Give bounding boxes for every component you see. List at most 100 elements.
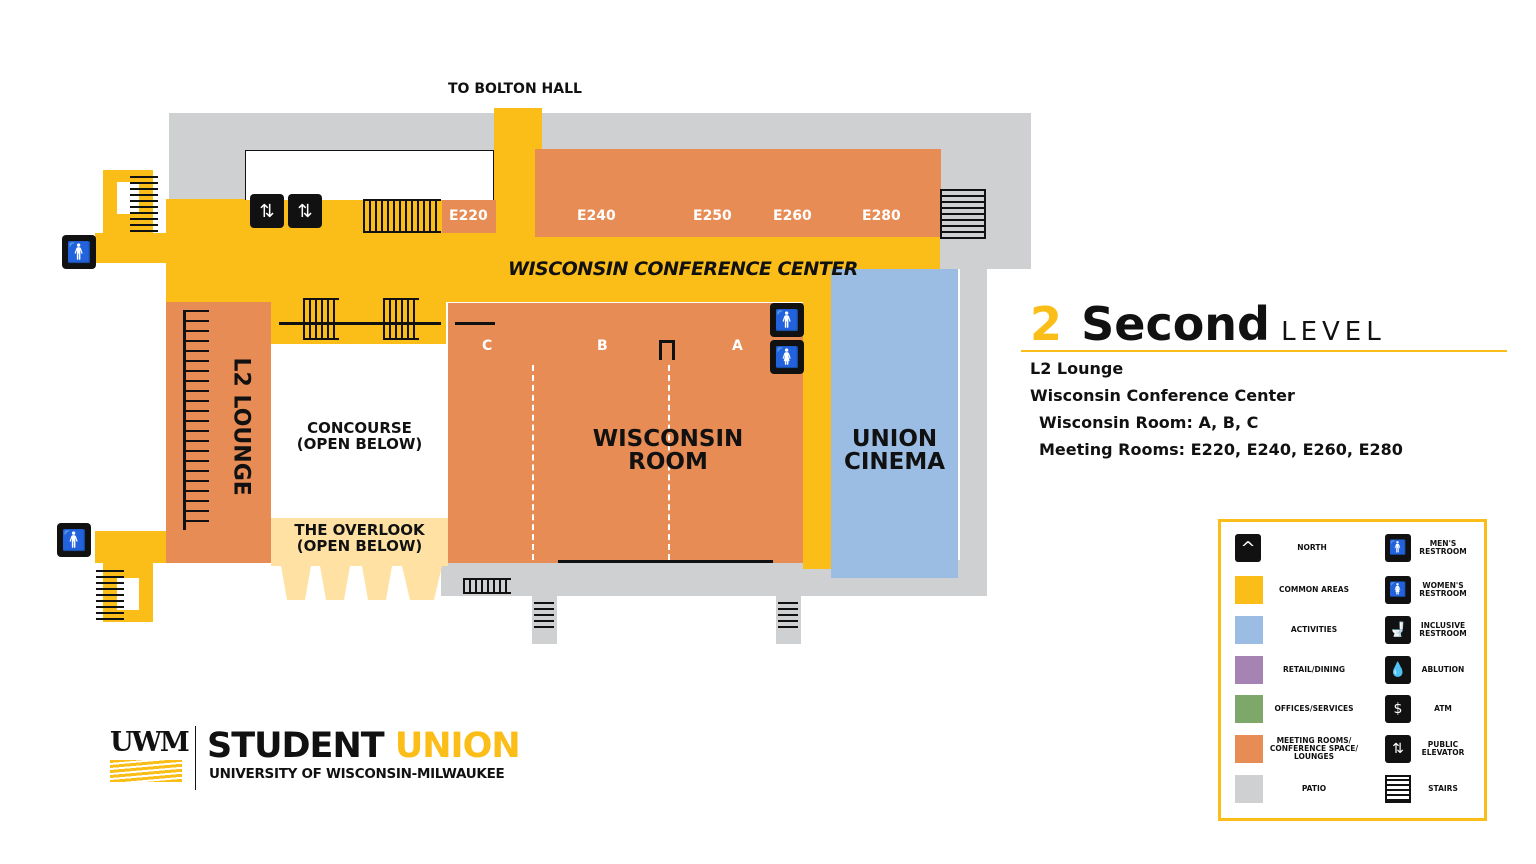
legend-label: WOMEN'S RESTROOM — [1419, 581, 1467, 598]
legend-atm: $ ATM — [1385, 695, 1469, 723]
inclusive-restroom-icon: 🚽 — [1385, 616, 1411, 644]
common-west-entry-bottom — [95, 531, 167, 563]
legend-north: ^ NORTH — [1235, 534, 1357, 562]
wisconsin-room-label: WISCONSIN ROOM — [568, 428, 768, 474]
divider-b-a — [668, 365, 670, 560]
legend-swatch — [1235, 576, 1263, 604]
elevator-lobby-open — [245, 150, 494, 200]
section-label-a: A — [732, 338, 743, 354]
logo-divider — [195, 726, 196, 790]
legend-stairs: STAIRS — [1385, 775, 1469, 803]
stairs-patio-right — [778, 598, 798, 628]
student-union-title: STUDENT UNION — [207, 726, 521, 766]
l2-lounge-room — [166, 302, 271, 563]
atm-icon: $ — [1385, 695, 1411, 723]
to-bolton-hall-label: TO BOLTON HALL — [448, 81, 582, 97]
lounge-seating — [183, 310, 209, 530]
room-label-e260: E260 — [773, 208, 812, 224]
elevator-icon: ⇅ — [1385, 735, 1411, 763]
room-label-e220: E220 — [449, 208, 488, 224]
floor-map: ⇅ ⇅ 🚹 🚹 🚹 🚺 TO BOLTON HALL WISCONSIN CON… — [57, 81, 1031, 644]
directory-line-3: Wisconsin Room: A, B, C — [1039, 413, 1259, 432]
legend-offices-services: OFFICES/SERVICES — [1235, 695, 1359, 723]
level-heading: 2 Second LEVEL — [1030, 297, 1386, 351]
stairs-tower-bottom — [96, 568, 124, 620]
legend-inclusive-restroom: 🚽 INCLUSIVE RESTROOM — [1385, 616, 1469, 644]
wisconsin-room — [448, 303, 803, 563]
union-cinema-line1: UNION — [851, 426, 938, 452]
mens-restroom-icon: 🚹 — [770, 303, 804, 337]
conference-center-label: WISCONSIN CONFERENCE CENTER — [508, 258, 858, 280]
mens-restroom-icon: 🚹 — [62, 235, 96, 269]
overlook-tab-4 — [402, 566, 442, 600]
rooms-e240-e280 — [535, 149, 941, 237]
legend-ablution: 💧 ABLUTION — [1385, 656, 1469, 684]
ablution-icon: 💧 — [1385, 656, 1411, 684]
legend-label: PUBLIC ELEVATOR — [1421, 740, 1465, 757]
legend-label: RETAIL/DINING — [1282, 665, 1346, 675]
university-subtitle: UNIVERSITY OF WISCONSIN-MILWAUKEE — [209, 766, 505, 782]
common-east-strip — [803, 269, 831, 569]
legend-label: PATIO — [1301, 784, 1327, 794]
uwm-logo-mark: UWM — [110, 727, 190, 758]
concourse-label: CONCOURSE (OPEN BELOW) — [271, 420, 448, 452]
public-elevator-icon: ⇅ — [250, 194, 284, 228]
legend-label: ACTIVITIES — [1290, 625, 1338, 635]
room-label-e250: E250 — [693, 208, 732, 224]
stairs-lounge-left — [303, 298, 339, 340]
concourse-line1: CONCOURSE — [307, 419, 412, 437]
legend-womens-restroom: 🚺 WOMEN'S RESTROOM — [1385, 576, 1469, 604]
concourse-line2: (OPEN BELOW) — [296, 435, 423, 453]
stairs-corridor-north — [363, 199, 441, 233]
map-legend: ^ NORTH COMMON AREAS ACTIVITIES RETAIL/D… — [1218, 519, 1487, 821]
room-label-e280: E280 — [862, 208, 901, 224]
stairs-tower-top — [130, 172, 158, 232]
legend-label: STAIRS — [1428, 784, 1458, 794]
the-overlook — [271, 518, 448, 566]
level-number: 2 — [1030, 297, 1063, 351]
mens-restroom-icon: 🚹 — [57, 523, 91, 557]
union-cinema-line2: CINEMA — [843, 449, 946, 475]
overlook-line1: THE OVERLOOK — [294, 521, 425, 539]
title-union: UNION — [394, 726, 521, 766]
level-underline — [1021, 350, 1507, 352]
wall-wisconsin-bottom — [558, 560, 773, 563]
legend-swatch — [1235, 775, 1263, 803]
stairs-icon — [1385, 775, 1411, 803]
room-label-e240: E240 — [577, 208, 616, 224]
overlook-label: THE OVERLOOK (OPEN BELOW) — [271, 522, 448, 554]
common-west-entry-top — [95, 233, 175, 263]
legend-label: NORTH — [1297, 543, 1327, 553]
legend-label: ATM — [1434, 704, 1452, 714]
legend-label: MEETING ROOMS/ CONFERENCE SPACE/ LOUNGES — [1269, 736, 1359, 761]
public-elevator-icon: ⇅ — [288, 194, 322, 228]
l2-lounge-label: L2 LOUNGE — [228, 357, 254, 496]
wall-lounge-top — [279, 322, 441, 325]
wisconsin-room-line2: ROOM — [628, 449, 708, 475]
legend-public-elevator: ⇅ PUBLIC ELEVATOR — [1385, 735, 1469, 763]
uwm-logo: UWM — [110, 728, 190, 790]
overlook-line2: (OPEN BELOW) — [296, 537, 423, 555]
stairs-patio-left — [534, 598, 554, 628]
title-student: STUDENT — [207, 726, 385, 766]
common-bolton-connector — [494, 108, 542, 238]
legend-swatch — [1235, 735, 1263, 763]
womens-restroom-icon: 🚺 — [770, 340, 804, 374]
overlook-tab-2 — [320, 566, 350, 600]
legend-activities: ACTIVITIES — [1235, 616, 1359, 644]
legend-patio: PATIO — [1235, 775, 1359, 803]
north-arrow-icon: ^ — [1235, 534, 1261, 562]
legend-label: COMMON AREAS — [1279, 585, 1349, 595]
union-cinema-label: UNION CINEMA — [831, 428, 958, 474]
divider-c-b — [532, 365, 534, 560]
directory-line-4: Meeting Rooms: E220, E240, E260, E280 — [1039, 440, 1403, 459]
legend-common-areas: COMMON AREAS — [1235, 576, 1359, 604]
legend-mens-restroom: 🚹 MEN'S RESTROOM — [1385, 534, 1469, 562]
legend-meeting-rooms: MEETING ROOMS/ CONFERENCE SPACE/ LOUNGES — [1235, 735, 1359, 763]
wisconsin-room-line1: WISCONSIN — [592, 426, 744, 452]
concourse-open-below — [271, 344, 448, 518]
mens-restroom-icon: 🚹 — [1385, 534, 1411, 562]
section-label-b: B — [597, 338, 608, 354]
legend-retail-dining: RETAIL/DINING — [1235, 656, 1359, 684]
stairs-east — [940, 189, 986, 239]
